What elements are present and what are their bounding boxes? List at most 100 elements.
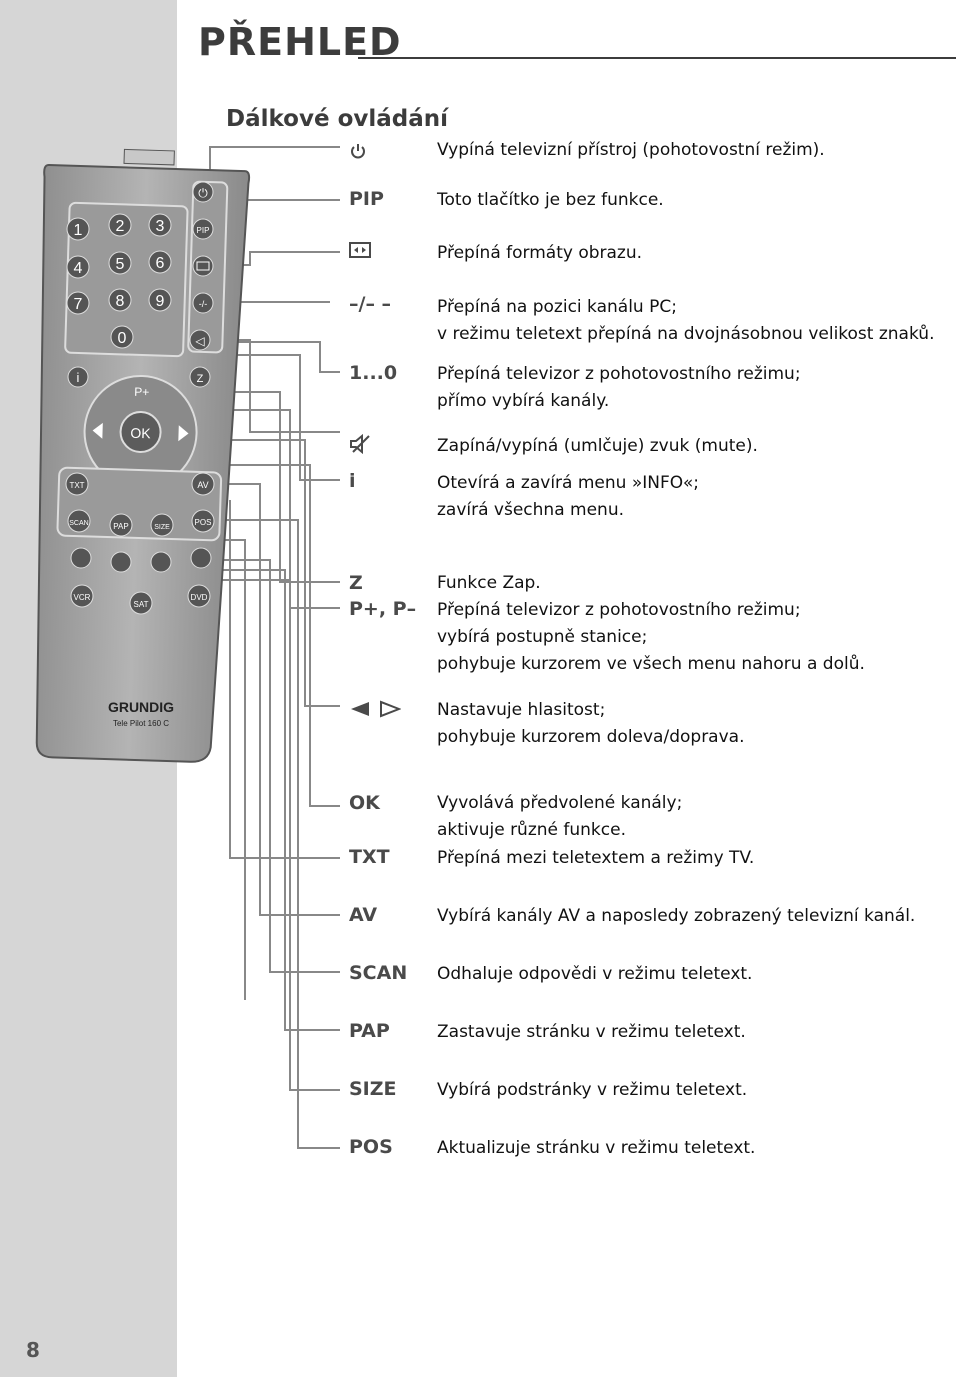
description-line: v režimu teletext přepíná na dvojnásobno… [437, 324, 935, 344]
svg-text:PIP: PIP [197, 226, 210, 235]
description-line: zavírá všechna menu. [437, 500, 624, 520]
left-right-arrows-icon [349, 700, 402, 722]
digit-button-8 [108, 288, 132, 312]
description-line: Přepíná na pozici kanálu PC; [437, 297, 677, 317]
legend-description: Vybírá podstránky v režimu teletext. [437, 1077, 747, 1104]
legend-key: TXT [349, 846, 390, 868]
legend-description: Přepíná televizor z pohotovostního režim… [437, 361, 801, 415]
legend-description: Nastavuje hlasitost;pohybuje kurzorem do… [437, 697, 744, 751]
page-title: PŘEHLED [198, 20, 402, 64]
vcr-button [70, 584, 94, 608]
description-line: Funkce Zap. [437, 573, 541, 593]
svg-text:SIZE: SIZE [154, 524, 170, 531]
description-line: Odhaluje odpovědi v režimu teletext. [437, 964, 753, 984]
digit-label: 8 [116, 293, 125, 310]
legend-key: AV [349, 904, 378, 926]
digit-button-9 [148, 288, 172, 312]
legend-key: 1...0 [349, 362, 398, 384]
digit-label: 7 [74, 296, 83, 313]
page-number: 8 [26, 1338, 40, 1362]
svg-text:◁: ◁ [195, 334, 205, 348]
description-line: Otevírá a zavírá menu »INFO«; [437, 473, 699, 493]
legend-description: Vyvolává předvolené kanály;aktivuje různ… [437, 790, 682, 844]
digit-button-4 [66, 255, 90, 279]
digit-button-2 [108, 213, 132, 237]
description-line: aktivuje různé funkce. [437, 820, 626, 840]
svg-text:DVD: DVD [191, 593, 208, 602]
digit-label: 1 [74, 222, 83, 239]
description-line: Zapíná/vypíná (umlčuje) zvuk (mute). [437, 436, 758, 456]
aspect-ratio-icon [349, 242, 371, 262]
av-button [191, 472, 215, 496]
digit-button-3 [148, 213, 172, 237]
svg-text:Z: Z [197, 373, 204, 385]
dash-button [192, 292, 214, 314]
ok-button [119, 411, 162, 454]
legend-description: Toto tlačítko je bez funkce. [437, 187, 664, 214]
legend-description: Přepíná mezi teletextem a režimy TV. [437, 845, 754, 872]
svg-text:VCR: VCR [74, 593, 91, 602]
description-line: Aktualizuje stránku v režimu teletext. [437, 1138, 756, 1158]
size-button [150, 513, 174, 537]
svg-text:SCAN: SCAN [69, 520, 88, 527]
legend-key: PIP [349, 188, 384, 210]
digit-label: 4 [74, 260, 83, 277]
section-title: Dálkové ovládání [226, 106, 449, 132]
title-rule [358, 57, 956, 59]
mute-button [189, 329, 211, 351]
description-line: pohybuje kurzorem doleva/doprava. [437, 727, 745, 747]
brand-logo: GRUNDIG [108, 699, 174, 715]
legend-key: OK [349, 792, 380, 814]
description-line: Přepíná formáty obrazu. [437, 243, 643, 263]
digit-button-1 [66, 217, 90, 241]
digit-button-6 [148, 250, 172, 274]
pap-button [109, 513, 133, 537]
digit-button-5 [108, 251, 132, 275]
legend-key: SIZE [349, 1078, 397, 1100]
description-line: Vypíná televizní přístroj (pohotovostní … [437, 140, 825, 160]
scan-button [67, 509, 91, 533]
description-line: přímo vybírá kanály. [437, 391, 610, 411]
right-arrow-button [178, 425, 189, 442]
digit-label: 6 [156, 255, 165, 272]
digit-label: 0 [118, 330, 127, 347]
mute-icon [349, 433, 373, 458]
svg-text:POS: POS [195, 518, 212, 527]
svg-text:SAT: SAT [134, 600, 149, 609]
legend-description: Přepíná formáty obrazu. [437, 240, 642, 267]
legend-description: Odhaluje odpovědi v režimu teletext. [437, 961, 752, 988]
pip-button [192, 218, 214, 240]
svg-text:TXT: TXT [69, 481, 84, 490]
svg-text:AV: AV [197, 480, 208, 490]
left-arrow-button [92, 422, 103, 439]
svg-text:i: i [77, 370, 80, 385]
info-button [67, 366, 89, 388]
description-line: pohybuje kurzorem ve všech menu nahoru a… [437, 654, 865, 674]
legend-key: –/– – [349, 293, 392, 315]
legend-description: Aktualizuje stránku v režimu teletext. [437, 1135, 755, 1162]
svg-text:P+: P+ [134, 385, 149, 399]
description-line: Přepíná televizor z pohotovostního režim… [437, 600, 801, 620]
digit-label: 3 [156, 218, 165, 235]
legend-key: SCAN [349, 962, 408, 984]
legend-description: Vybírá kanály AV a naposledy zobrazený t… [437, 903, 915, 930]
legend-description: Otevírá a zavírá menu »INFO«; zavírá všec… [437, 470, 699, 524]
model-label: Tele Pilot 160 C [113, 719, 169, 728]
description-line: Vybírá kanály AV a naposledy zobrazený t… [437, 906, 916, 926]
legend-key: Z [349, 572, 363, 594]
digit-label: 9 [156, 293, 165, 310]
legend-key: P+, P– [349, 598, 417, 620]
power-icon [349, 142, 367, 164]
svg-text:-/-: -/- [199, 299, 208, 309]
z-button [189, 366, 211, 388]
power-button [192, 181, 214, 203]
description-line: Přepíná televizor z pohotovostního režim… [437, 364, 801, 384]
digit-label: 5 [116, 256, 125, 273]
aspect-button [192, 255, 214, 277]
sat-button [129, 591, 153, 615]
legend-key: i [349, 470, 356, 492]
legend-key: POS [349, 1136, 393, 1158]
legend-description: Zastavuje stránku v režimu teletext. [437, 1019, 746, 1046]
description-line: vybírá postupně stanice; [437, 627, 648, 647]
